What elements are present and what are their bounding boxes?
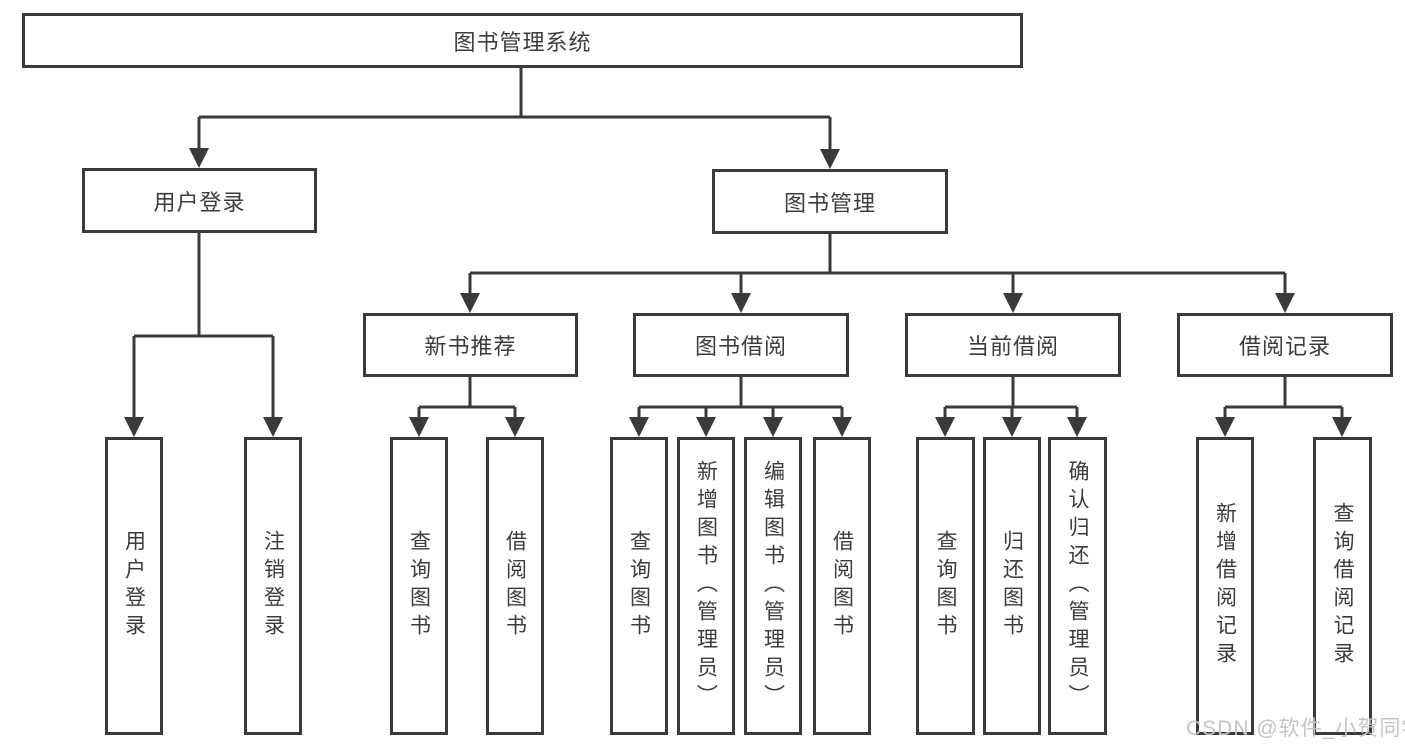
node-user-login: 用户登录	[82, 168, 317, 233]
leaf-query-books: 查询图书	[610, 437, 668, 735]
leaf-label: 查询图书	[407, 530, 431, 642]
leaf-label: 新增图书（管理员）	[694, 460, 718, 712]
leaf-user-login: 用户登录	[105, 437, 163, 735]
leaf-label: 查询图书	[934, 530, 957, 642]
node-borrow-records: 借阅记录	[1177, 313, 1393, 377]
leaf-label: 用户登录	[122, 530, 146, 642]
leaf-confirm-return-admin: 确认归还（管理员）	[1048, 437, 1107, 735]
watermark-text: CSDN @软件_小贺同学	[1186, 717, 1405, 740]
node-library-management-system: 图书管理系统	[22, 13, 1023, 68]
node-current-borrow: 当前借阅	[905, 313, 1121, 377]
leaf-borrow-books: 借阅图书	[486, 437, 544, 735]
leaf-query-books: 查询图书	[916, 437, 975, 735]
leaf-label: 借阅图书	[830, 530, 854, 642]
leaf-add-borrow-record: 新增借阅记录	[1196, 437, 1254, 735]
leaf-add-books-admin: 新增图书（管理员）	[677, 437, 735, 735]
leaf-label: 查询借阅记录	[1331, 502, 1354, 670]
leaf-query-books: 查询图书	[390, 437, 448, 735]
leaf-label: 新增借阅记录	[1213, 502, 1237, 670]
node-book-borrow: 图书借阅	[633, 313, 849, 377]
leaf-logout: 注销登录	[244, 437, 302, 735]
leaf-label: 查询图书	[627, 530, 651, 642]
leaf-return-books: 归还图书	[983, 437, 1041, 735]
leaf-label: 归还图书	[1000, 530, 1024, 642]
leaf-label: 编辑图书（管理员）	[761, 460, 785, 712]
leaf-edit-books-admin: 编辑图书（管理员）	[744, 437, 802, 735]
node-new-book-recommend: 新书推荐	[363, 313, 578, 377]
leaf-label: 确认归还（管理员）	[1066, 460, 1089, 712]
node-book-management: 图书管理	[712, 169, 948, 234]
leaf-query-borrow-record: 查询借阅记录	[1313, 437, 1372, 735]
leaf-label: 借阅图书	[503, 530, 527, 642]
leaf-borrow-books: 借阅图书	[813, 437, 871, 735]
leaf-label: 注销登录	[261, 530, 285, 642]
